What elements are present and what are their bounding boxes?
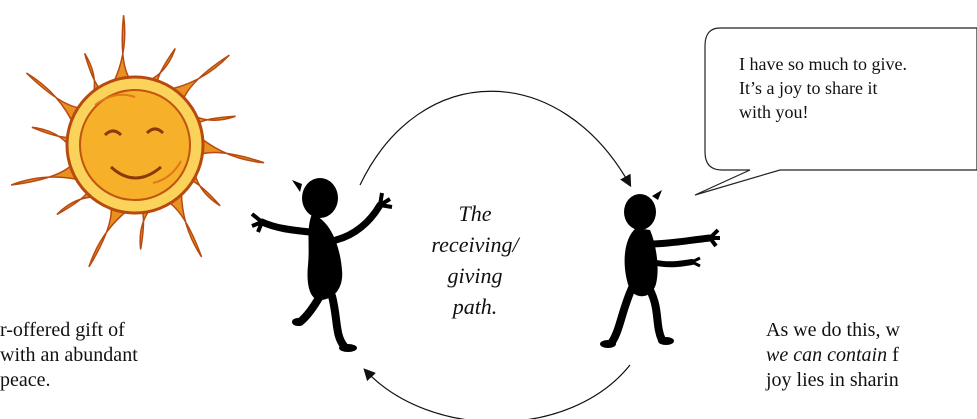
left-text-line: r-offered gift of: [0, 318, 125, 343]
speech-bubble-text: I have so much to give. It’s a joy to sh…: [739, 52, 977, 124]
right-text-rest: f: [887, 344, 899, 366]
left-text-line: with an abundant: [0, 343, 138, 368]
speech-line: I have so much to give.: [739, 52, 977, 76]
left-text-line: peace.: [0, 368, 51, 393]
cycle-label-line: The: [410, 198, 540, 229]
right-text-italic: we can contain: [766, 344, 887, 366]
sun-icon: [11, 15, 264, 267]
right-text-line: we can contain f: [766, 343, 899, 368]
receiving-figure-icon: [252, 178, 392, 352]
cycle-label-line: path.: [410, 291, 540, 322]
top-arrow-arc: [360, 91, 630, 185]
speech-line: It’s a joy to share it: [739, 76, 977, 100]
speech-line: with you!: [739, 100, 977, 124]
cycle-label-line: giving: [410, 260, 540, 291]
bottom-arrow-arc: [365, 365, 630, 419]
right-text-line: joy lies in sharin: [766, 368, 899, 393]
cycle-label: The receiving/ giving path.: [410, 198, 540, 322]
cycle-label-line: receiving/: [410, 229, 540, 260]
giving-figure-icon: [600, 190, 720, 348]
right-text-line: As we do this, w: [766, 318, 900, 343]
